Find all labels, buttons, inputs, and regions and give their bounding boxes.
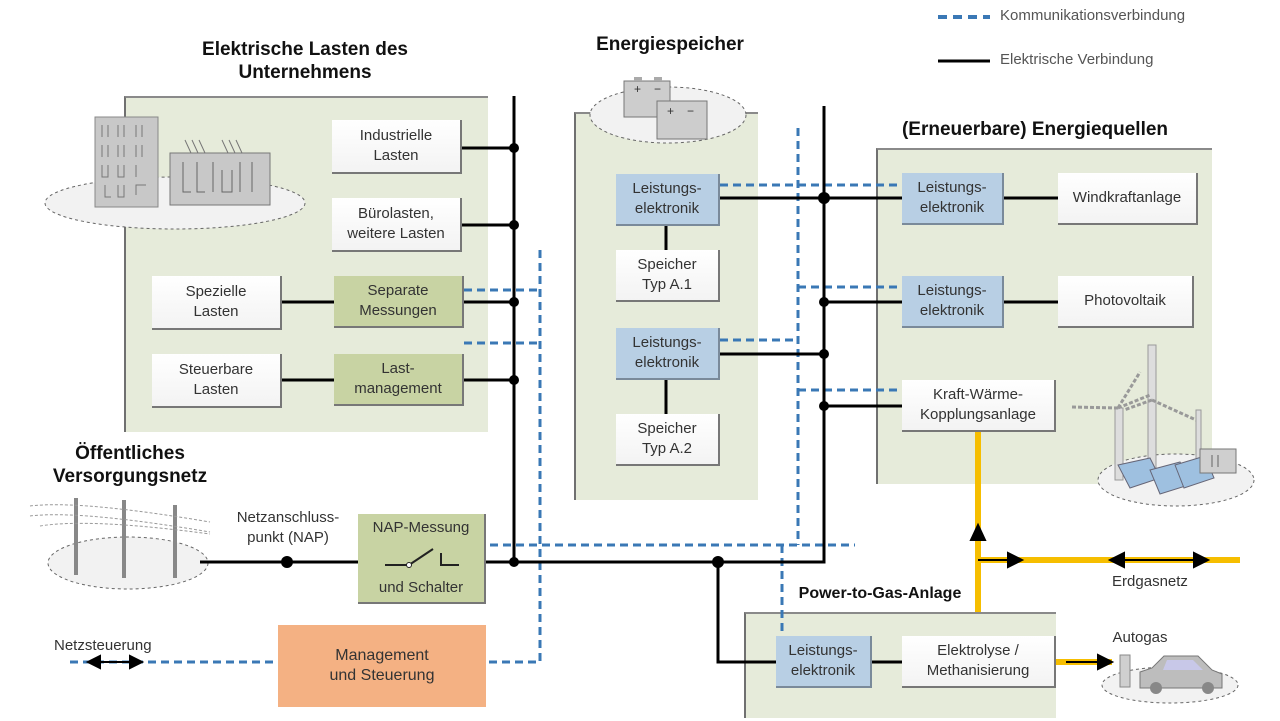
storage-section-title: Energiespeicher (596, 34, 744, 55)
chp-unit-icon (1199, 448, 1237, 474)
svg-text:+: + (667, 104, 674, 118)
load-management-box[interactable]: Last- management (334, 354, 464, 406)
electrical-lines (200, 96, 1058, 664)
storage-power-electronics-1[interactable]: Leistungs- elektronik (616, 174, 720, 226)
nap-measurement-switch-box[interactable]: NAP-Messung und Schalter (358, 514, 486, 604)
nap-box-title: NAP-Messung (372, 519, 470, 536)
controllable-loads-box[interactable]: Steuerbare Lasten (152, 354, 282, 408)
svg-text:+: + (634, 82, 641, 96)
photovoltaic-box[interactable]: Photovoltaik (1058, 276, 1194, 328)
special-loads-box[interactable]: Spezielle Lasten (152, 276, 282, 330)
management-control-box[interactable]: Management und Steuerung (278, 625, 486, 707)
separate-measurements-box[interactable]: Separate Messungen (334, 276, 464, 328)
storage-power-electronics-2[interactable]: Leistungs- elektronik (616, 328, 720, 380)
svg-text:−: − (654, 82, 661, 96)
nap-box-subtitle: und Schalter (378, 579, 464, 596)
storage-type-a1-box[interactable]: Speicher Typ A.1 (616, 250, 720, 302)
nap-label: Netzanschluss- punkt (NAP) (236, 509, 340, 546)
svg-text:−: − (687, 104, 694, 118)
factory-icon (169, 139, 271, 206)
fuel-pump-icon (1119, 654, 1131, 688)
wind-power-electronics[interactable]: Leistungs- elektronik (902, 173, 1004, 225)
industrial-loads-box[interactable]: Industrielle Lasten (332, 120, 462, 174)
power-pole-icon (74, 498, 177, 578)
switch-icon (385, 548, 459, 568)
gas-grid-label: Erdgasnetz (1112, 573, 1188, 590)
junction-dots (281, 143, 830, 568)
grid-section-title: Öffentliches Versorgungsnetz (52, 443, 208, 487)
car-icon (1139, 655, 1223, 694)
p2g-section-title: Power-to-Gas-Anlage (798, 585, 962, 602)
grid-control-label: Netzsteuerung (54, 637, 152, 654)
battery-icon: +− +− (623, 77, 708, 140)
electrolysis-methanation-box[interactable]: Elektrolyse / Methanisierung (902, 636, 1056, 688)
loads-section-title: Elektrische Lasten des Unternehmens (202, 39, 408, 83)
bidirectional-arrow-icon (1107, 551, 1125, 569)
sources-section-title: (Erneuerbare) Energiequellen (901, 119, 1169, 140)
legend-communication-label: Kommunikationsverbindung (1000, 7, 1186, 24)
office-loads-box[interactable]: Bürolasten, weitere Lasten (332, 198, 462, 252)
legend-electrical-label: Elektrische Verbindung (1000, 51, 1154, 68)
gas-arrows (969, 522, 1211, 671)
autogas-label: Autogas (1112, 629, 1168, 646)
wind-turbine-box[interactable]: Windkraftanlage (1058, 173, 1198, 225)
grid-control-arrow (85, 654, 145, 670)
chp-plant-box[interactable]: Kraft-Wärme- Kopplungsanlage (902, 380, 1056, 432)
storage-type-a2-box[interactable]: Speicher Typ A.2 (616, 414, 720, 466)
pv-power-electronics[interactable]: Leistungs- elektronik (902, 276, 1004, 328)
solar-panel-icon (1117, 455, 1215, 495)
office-building-icon (94, 116, 159, 208)
p2g-power-electronics[interactable]: Leistungs- elektronik (776, 636, 872, 688)
